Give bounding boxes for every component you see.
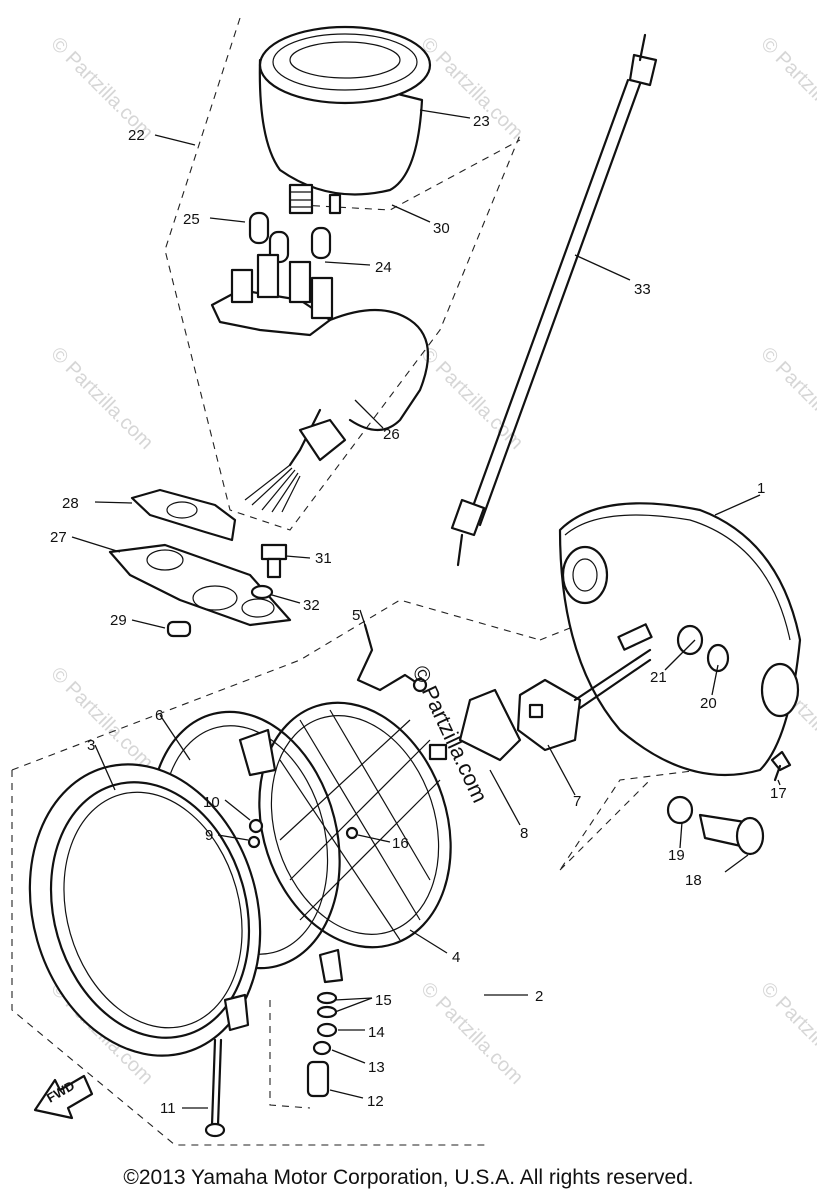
part-number: 20 [700,695,717,712]
copyright-notice: ©2013 Yamaha Motor Corporation, U.S.A. A… [123,1166,694,1189]
speedometer-cable [450,33,658,567]
part-number: 1 [757,480,765,497]
part-number: 11 [160,1100,176,1117]
part-number: 33 [634,281,651,298]
small-fasteners-top [166,543,288,638]
bulbs [248,211,332,264]
part-number: 4 [452,949,460,966]
part-number: 2 [535,988,543,1005]
side-bolts [666,750,792,856]
forward-direction-arrow: FWD [33,1074,94,1120]
headlight-outer-rim [28,763,262,1057]
meter-plates [108,488,292,627]
part-number: 8 [520,825,528,842]
part-number: 12 [367,1093,384,1110]
part-number: 6 [155,707,163,724]
part-labels: 1 2 3 4 5 6 7 8 9 10 11 12 13 14 15 16 1… [50,113,787,1117]
part-number: 26 [383,426,400,443]
part-number: 28 [62,495,79,512]
socket-assembly [210,253,430,513]
part-number: 24 [375,259,392,276]
leader-lines [71,109,781,1109]
watermark: © Partzilla.com [46,663,157,774]
speedometer-housing [258,25,432,215]
watermark: © Partzilla.com [46,343,157,454]
part-number: 3 [87,737,95,754]
part-number: 19 [668,847,685,864]
part-number: 21 [650,669,667,686]
part-number: 16 [392,835,409,852]
part-number: 14 [368,1024,385,1041]
headlight-case [558,502,802,777]
part-number: 15 [375,992,392,1009]
headlight-socket [516,623,653,752]
watermark: © Partzilla.com [416,33,527,144]
part-number: 25 [183,211,200,228]
part-number: 27 [50,529,67,546]
mounting-bolt-long [204,1038,226,1138]
part-number: 31 [315,550,332,567]
ground-wire [356,623,428,693]
headlight-inner-rim [149,710,344,984]
part-number: 32 [303,597,320,614]
part-number: 13 [368,1059,385,1076]
part-number: 22 [128,127,145,144]
part-number: 23 [473,113,490,130]
watermark: © Partzilla.com [756,33,817,144]
watermark: © Partzilla.com [756,343,817,454]
stacked-hardware [306,991,338,1098]
part-number: 30 [433,220,450,237]
part-number: 17 [770,785,787,802]
part-number: 18 [685,872,702,889]
part-number: 5 [352,607,360,624]
part-number: 10 [203,794,220,811]
part-number: 9 [205,827,213,844]
part-number: 7 [573,793,581,810]
sealed-beam-plug [428,688,522,762]
watermark: © Partzilla.com [756,978,817,1089]
sealed-beam-unit [258,701,452,949]
part-number: 29 [110,612,127,629]
